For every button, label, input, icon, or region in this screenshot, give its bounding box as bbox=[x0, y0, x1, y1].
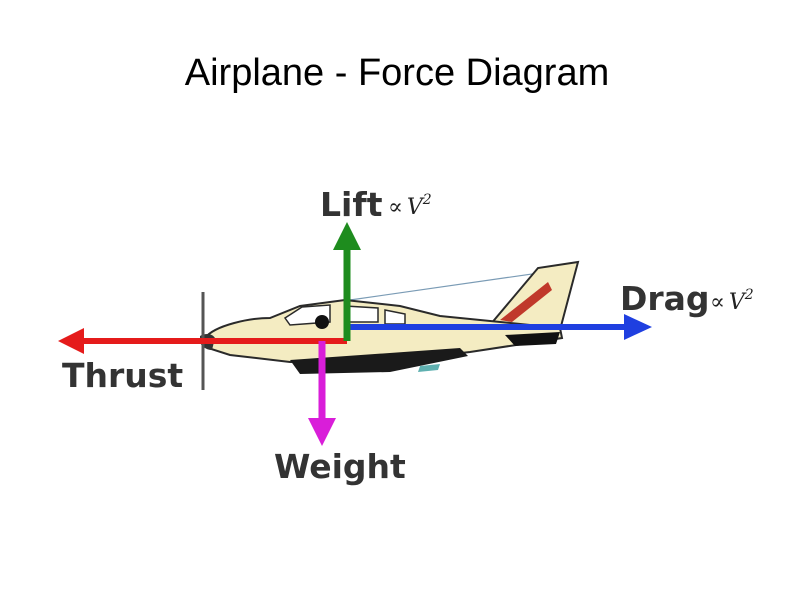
horizontal-stabilizer bbox=[505, 332, 560, 346]
drag-label: Drag bbox=[620, 279, 710, 318]
lift-arrow-head bbox=[333, 222, 361, 250]
slide-title: Airplane - Force Diagram bbox=[184, 52, 610, 94]
drag-arrow-head bbox=[624, 314, 652, 340]
lift-proportionality: ∝V2 bbox=[388, 192, 432, 220]
drag-prop-exponent: 2 bbox=[744, 287, 754, 303]
lift-label: Lift bbox=[320, 185, 383, 224]
airplane-illustration bbox=[200, 260, 580, 390]
wheel-fairing bbox=[418, 364, 440, 372]
bracing-wire bbox=[349, 269, 561, 301]
thrust-arrow bbox=[58, 328, 347, 354]
drag-arrow bbox=[347, 314, 652, 340]
weight-arrow bbox=[308, 341, 336, 446]
tail-stripe bbox=[500, 282, 552, 322]
drag-prop-symbol: ∝ bbox=[710, 290, 725, 315]
weight-arrow-head bbox=[308, 418, 336, 446]
lift-prop-symbol: ∝ bbox=[388, 195, 403, 220]
drag-prop-variable: V bbox=[729, 290, 747, 315]
weight-label: Weight bbox=[274, 447, 406, 486]
lift-prop-variable: V bbox=[407, 195, 425, 220]
lift-arrow bbox=[333, 222, 361, 341]
force-arrows bbox=[58, 222, 652, 446]
lift-prop-exponent: 2 bbox=[422, 192, 432, 208]
thrust-label: Thrust bbox=[62, 356, 183, 395]
drag-proportionality: ∝V2 bbox=[710, 287, 754, 315]
thrust-arrow-head bbox=[58, 328, 84, 354]
wing bbox=[290, 348, 468, 374]
pilot-icon bbox=[315, 315, 329, 329]
